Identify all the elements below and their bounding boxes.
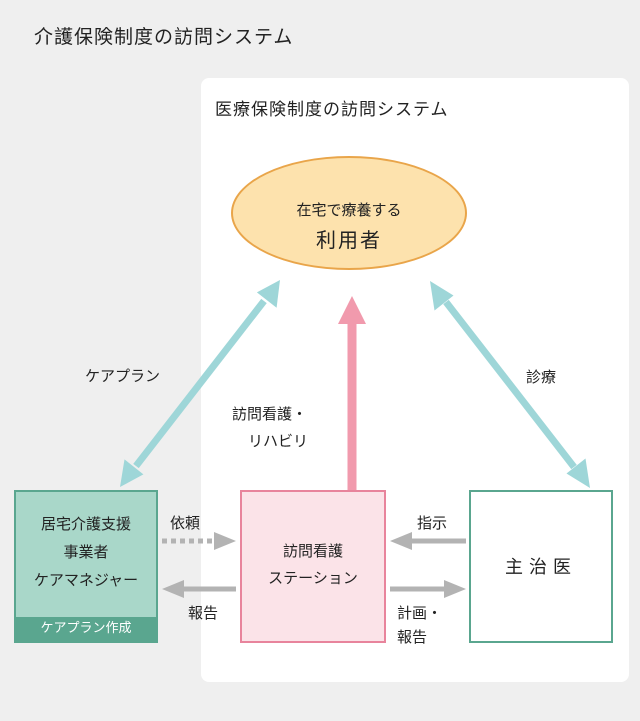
medical-care-arrow (430, 281, 590, 488)
request-arrow (162, 532, 236, 550)
user-label-line1: 在宅で療養する (296, 201, 402, 219)
station-line2: ステーション (268, 569, 358, 587)
user-node (231, 156, 467, 270)
report-label: 報告 (188, 604, 219, 622)
care-plan-creation-footer: ケアプラン作成 (16, 617, 156, 641)
visit-nursing-label-line2: リハビリ (248, 432, 309, 450)
visit-nursing-arrow (338, 296, 366, 490)
care-plan-arrow (120, 280, 280, 487)
plan-report-arrow (390, 580, 466, 598)
plan-report-label-line2: 報告 (397, 628, 428, 646)
request-label: 依頼 (170, 514, 201, 532)
primary-doctor-node (469, 490, 613, 643)
visit-nursing-station-node (240, 490, 386, 643)
instruction-arrow (390, 532, 466, 550)
care-manager-line1: 居宅介護支援 (40, 515, 131, 533)
visit-nursing-label-line1: 訪問看護・ (232, 405, 308, 423)
user-label-line2: 利用者 (316, 228, 382, 252)
medical-care-label: 診療 (526, 368, 557, 386)
report-arrow (162, 580, 236, 598)
primary-doctor-label: 主治医 (505, 557, 577, 578)
station-line1: 訪問看護 (282, 542, 343, 560)
plan-report-label-line1: 計画・ (397, 604, 443, 622)
care-manager-line2: 事業者 (63, 543, 109, 561)
outer-title: 介護保険制度の訪問システム (34, 26, 294, 48)
care-plan-label: ケアプラン (85, 367, 161, 385)
care-manager-line3: ケアマネジャー (33, 571, 139, 589)
inner-title: 医療保険制度の訪問システム (215, 100, 449, 120)
instruction-label: 指示 (417, 514, 448, 532)
